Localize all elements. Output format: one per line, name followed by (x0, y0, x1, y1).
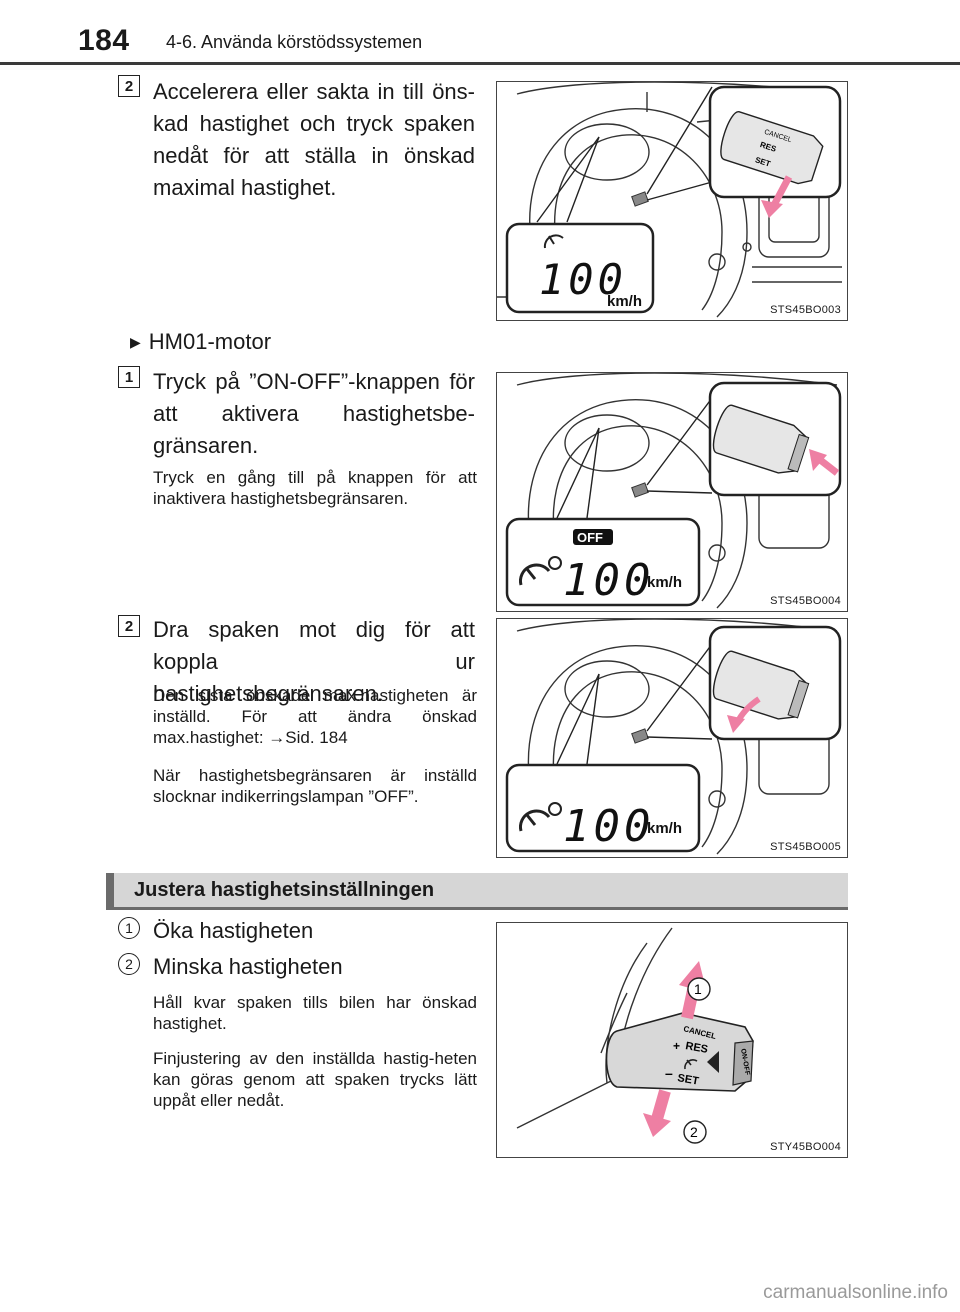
display-speed: 100 (563, 801, 654, 852)
section-subheading: Justera hastighetsinställningen (106, 873, 848, 907)
step-badge: 2 (118, 615, 140, 637)
adjust-note: Håll kvar spaken tills bilen har önskad … (153, 993, 477, 1033)
lever-set-label: SET (676, 1072, 699, 1088)
page-ref-arrow-icon: → (268, 728, 286, 747)
step-text: Accelerera eller sakta in till öns-kad h… (153, 79, 475, 200)
callout-decrease: 2 (690, 1124, 698, 1140)
item-text: Öka hastigheten (153, 918, 314, 943)
step-note: När hastighetsbegränsaren är inställd sl… (153, 766, 477, 806)
display-unit: km/h (647, 574, 682, 591)
item-badge: 2 (118, 953, 140, 975)
callout-increase: 1 (694, 981, 702, 997)
engine-variant-text: HM01-motor (148, 329, 272, 354)
step-badge: 1 (118, 366, 140, 388)
figure-activate-limiter: OFF 100 km/h STS45BO004 (496, 372, 848, 612)
lever-illustration: CANCEL + RES – SET ON-OFF 1 2 (516, 927, 754, 1144)
page-header: 184 4-6. Använda körstödssystemen (0, 0, 960, 62)
lever-minus-label: – (665, 1065, 673, 1081)
step-note: Den sista önskade max.hastigheten är ins… (153, 685, 477, 748)
figure-disable-limiter: 100 km/h STS45BO005 (496, 618, 848, 858)
lever-res-label: RES (684, 1040, 708, 1056)
figure-adjust-speed: CANCEL + RES – SET ON-OFF 1 2 STY45BO004 (496, 922, 848, 1158)
page-ref-link[interactable]: Sid. 184 (285, 728, 348, 747)
subheading-rule (106, 907, 848, 910)
lever-plus-label: + (673, 1039, 680, 1053)
display-speed: 100 (539, 255, 627, 304)
figure-code: STS45BO005 (770, 841, 841, 853)
subheading-text: Justera hastighetsinställningen (134, 879, 435, 901)
item-badge: 1 (118, 917, 140, 939)
display-unit: km/h (607, 293, 642, 310)
adjust-note: Finjustering av den inställda hastig-het… (153, 1049, 477, 1110)
step-badge: 2 (118, 75, 140, 97)
engine-variant-bullet: ▶ HM01-motor (130, 329, 271, 355)
watermark: carmanualsonline.info (763, 1282, 948, 1303)
section-title: 4-6. Använda körstödssystemen (166, 32, 423, 52)
step-text: Tryck på ”ON-OFF”-knappen för att aktive… (153, 369, 475, 458)
dashboard-illustration: 100 km/h (505, 619, 842, 855)
step-note-text: Den sista önskade max.hastigheten är ins… (153, 686, 477, 747)
figure-set-speed: CANCEL RES SET 100 km/h STS45BO003 (496, 81, 848, 321)
header-rule (0, 62, 960, 65)
step-text: Dra spaken mot dig för att koppla ur has… (153, 617, 475, 706)
step-note: Tryck en gång till på knappen för att in… (153, 468, 477, 508)
dashboard-illustration: CANCEL RES SET 100 km/h (497, 82, 842, 318)
figure-code: STY45BO004 (770, 1141, 841, 1153)
figure-code: STS45BO003 (770, 304, 841, 316)
lever-onoff-label: ON-OFF (739, 1048, 751, 1076)
display-unit: km/h (647, 820, 682, 837)
display-speed: 100 (563, 555, 654, 606)
dashboard-illustration: OFF 100 km/h (505, 373, 842, 609)
speedometer-icon (684, 1059, 698, 1070)
page-number: 184 (78, 24, 130, 57)
triangle-bullet-icon: ▶ (130, 334, 141, 350)
item-text: Minska hastigheten (153, 954, 343, 979)
display-off-indicator: OFF (577, 530, 603, 545)
figure-code: STS45BO004 (770, 595, 841, 607)
triangle-icon (707, 1051, 719, 1073)
